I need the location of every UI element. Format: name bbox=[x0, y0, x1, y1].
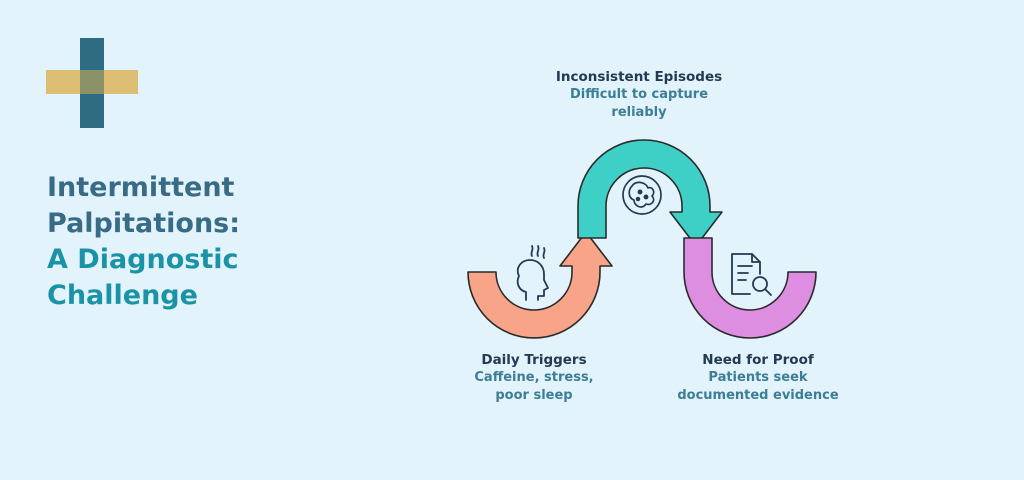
title-line: Palpitations: bbox=[47, 208, 241, 239]
step-description: reliably bbox=[611, 105, 667, 120]
step-description: Patients seek bbox=[708, 370, 808, 385]
step-description: poor sleep bbox=[495, 388, 573, 403]
step-label-inconsistent-episodes: Inconsistent Episodes Difficult to captu… bbox=[534, 68, 744, 122]
document-search-icon bbox=[731, 253, 772, 296]
step-description: documented evidence bbox=[677, 388, 839, 403]
step-title: Inconsistent Episodes bbox=[555, 69, 723, 85]
orange-arrow bbox=[467, 231, 613, 339]
stressed-head-icon bbox=[516, 245, 549, 301]
medical-cross-logo bbox=[46, 38, 138, 128]
step-title: Need for Proof bbox=[702, 352, 814, 368]
step-title: Daily Triggers bbox=[481, 352, 587, 368]
virus-cell-icon bbox=[622, 175, 662, 215]
title-line: Challenge bbox=[47, 280, 198, 311]
step-description: Difficult to capture bbox=[569, 87, 709, 102]
step-label-need-for-proof: Need for Proof Patients seek documented … bbox=[668, 351, 848, 405]
page-title: Intermittent Palpitations: A Diagnostic … bbox=[47, 170, 240, 314]
title-line: A Diagnostic bbox=[47, 244, 239, 275]
step-label-daily-triggers: Daily Triggers Caffeine, stress, poor sl… bbox=[452, 351, 616, 405]
title-line: Intermittent bbox=[47, 172, 235, 203]
purple-arrow bbox=[683, 237, 817, 339]
teal-arrow bbox=[577, 139, 723, 247]
step-description: Caffeine, stress, bbox=[474, 370, 594, 385]
